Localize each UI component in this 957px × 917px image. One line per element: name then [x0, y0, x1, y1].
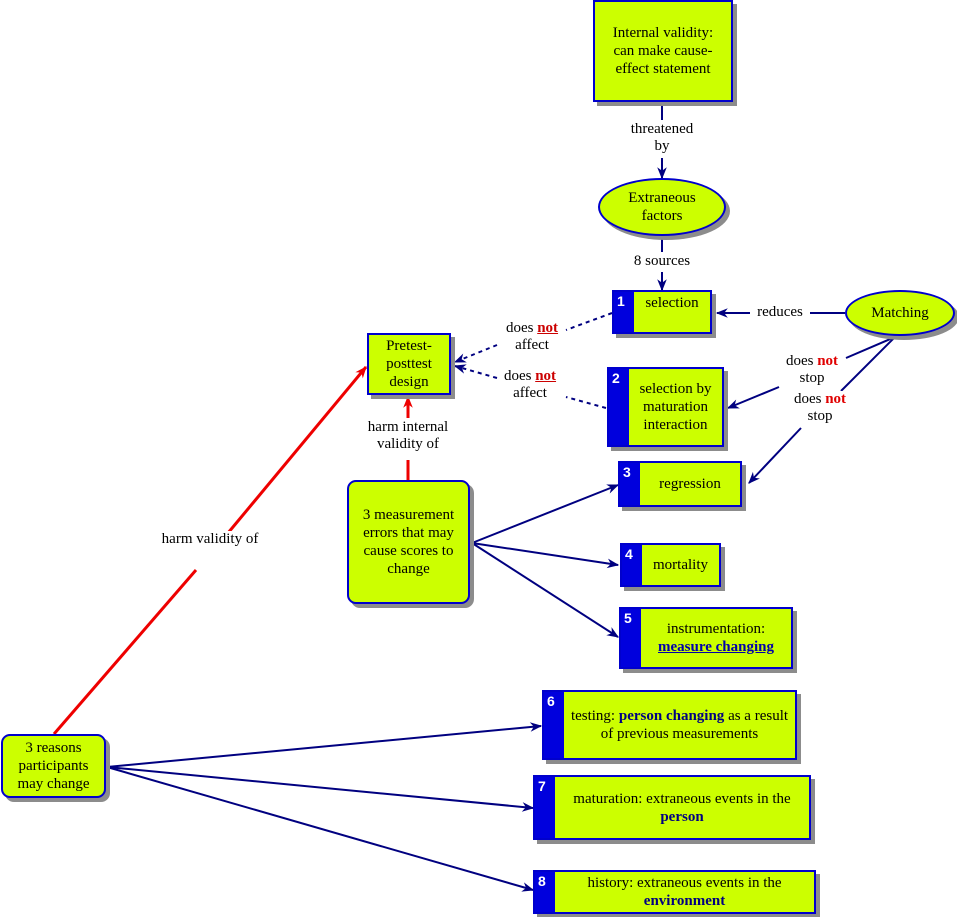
- link-label-8-sources: 8 sources: [631, 253, 693, 270]
- node-matching[interactable]: Matching: [845, 290, 955, 336]
- link-label-reduces: reduces: [755, 304, 805, 321]
- link-label-matching-not-stop-2: does not stop: [791, 391, 849, 425]
- source-6-label: testing:: [570, 708, 616, 724]
- node-measurement-errors[interactable]: 3 measurement errors that may cause scor…: [347, 480, 470, 604]
- link-text: harm internal validity of: [367, 419, 449, 452]
- link-not-emphasis: not: [817, 353, 839, 369]
- edge-measurement-mortality: [471, 542, 620, 569]
- edge-selection-notaffect-b: [453, 344, 498, 363]
- source-number: 1: [617, 293, 625, 309]
- link-not-emphasis: not: [535, 368, 557, 384]
- link-text: does: [503, 368, 532, 384]
- node-participants-change-text: 3 reasons participants may change: [17, 740, 90, 792]
- link-label-harm-validity: harm validity of: [158, 531, 262, 548]
- edge-selection-notaffect-a: [565, 312, 613, 331]
- source-3-regression[interactable]: 3 regression: [618, 461, 742, 507]
- source-2-selection-by-maturation[interactable]: 2 selection by maturation interaction: [607, 367, 724, 447]
- link-text: does: [793, 391, 822, 407]
- edge-participants-harm-a: [52, 569, 198, 735]
- link-text: stop: [799, 370, 825, 386]
- link-not-emphasis: not: [537, 320, 559, 336]
- source-text: history: extraneous events in the enviro…: [555, 872, 814, 912]
- edge-participants-history: [106, 766, 535, 892]
- source-number: 4: [625, 546, 633, 562]
- link-label-matching-not-stop-1: does not stop: [783, 353, 841, 387]
- source-text: mortality: [642, 545, 719, 585]
- source-8-label: history: extraneous events in the: [587, 875, 782, 891]
- node-pretest-posttest-text: Pretest-posttest design: [386, 338, 432, 390]
- link-text: affect: [513, 385, 547, 401]
- node-participants-change[interactable]: 3 reasons participants may change: [1, 734, 106, 798]
- source-5-label: instrumentation:: [666, 621, 766, 637]
- edge-participants-maturation: [106, 766, 535, 812]
- link-text: stop: [807, 408, 833, 424]
- source-text: maturation: extraneous events in the per…: [555, 777, 809, 838]
- node-extraneous-factors-text: Extraneous factors: [628, 190, 696, 224]
- edge-selmat-notaffect-b: [453, 364, 498, 379]
- source-6-emphasis: person changing: [618, 708, 725, 724]
- edge-matching-notstop-2a: [840, 336, 896, 392]
- link-text: threatened by: [630, 121, 694, 154]
- source-number: 2: [612, 370, 620, 386]
- source-7-label: maturation: extraneous events in the: [573, 790, 791, 807]
- edge-participants-testing: [106, 722, 543, 768]
- link-text: affect: [515, 337, 549, 353]
- source-5-instrumentation[interactable]: 5 instrumentation: measure changing: [619, 607, 793, 669]
- source-text: selection by maturation interaction: [629, 369, 722, 445]
- source-number: 5: [624, 610, 632, 626]
- edge-matching-notstop-1a: [845, 336, 896, 359]
- source-5-emphasis: measure changing: [658, 639, 774, 655]
- node-internal-validity[interactable]: Internal validity: can make cause-effect…: [593, 0, 733, 102]
- edge-measurement-regression: [471, 484, 620, 544]
- source-7-emphasis: person: [660, 808, 704, 825]
- link-text: harm validity of: [161, 531, 259, 547]
- source-1-selection[interactable]: 1 selection: [612, 290, 712, 334]
- source-number: 6: [547, 693, 555, 709]
- link-label-threatened-by: threatened by: [620, 121, 704, 155]
- source-8-emphasis: environment: [643, 893, 726, 909]
- link-text: does: [785, 353, 814, 369]
- source-8-history[interactable]: 8 history: extraneous events in the envi…: [533, 870, 816, 914]
- link-text: reduces: [757, 304, 803, 320]
- node-matching-text: Matching: [871, 305, 929, 321]
- link-label-selmat-not-affect: does not affect: [501, 368, 559, 402]
- node-extraneous-factors[interactable]: Extraneous factors: [598, 178, 726, 236]
- edge-matching-notstop-2b: [748, 427, 802, 484]
- source-text: selection: [634, 292, 710, 332]
- edge-selmat-notaffect-a: [565, 396, 607, 409]
- edge-matching-notstop-1b: [726, 386, 780, 409]
- source-4-mortality[interactable]: 4 mortality: [620, 543, 721, 587]
- source-text: regression: [640, 463, 740, 505]
- link-label-selection-not-affect: does not affect: [503, 320, 561, 354]
- source-6-testing[interactable]: 6 testing: person changing as a result o…: [542, 690, 797, 760]
- edge-measurement-instrumentation: [471, 542, 620, 638]
- source-7-maturation[interactable]: 7 maturation: extraneous events in the p…: [533, 775, 811, 840]
- source-text: instrumentation: measure changing: [641, 609, 791, 667]
- source-number: 7: [538, 778, 546, 794]
- edge-participants-harm-b: [226, 366, 368, 534]
- link-text: 8 sources: [633, 253, 691, 269]
- link-label-harm-internal-validity: harm internal validity of: [358, 419, 458, 453]
- source-number: 3: [623, 464, 631, 480]
- link-not-emphasis: not: [825, 391, 847, 407]
- link-text: does: [505, 320, 534, 336]
- node-measurement-errors-text: 3 measurement errors that may cause scor…: [362, 507, 455, 577]
- node-internal-validity-text: Internal validity: can make cause-effect…: [612, 25, 714, 77]
- source-text: testing: person changing as a result of …: [564, 692, 795, 758]
- node-pretest-posttest[interactable]: Pretest-posttest design: [367, 333, 451, 395]
- source-6-after: as a result of previous measurements: [600, 708, 789, 742]
- source-number: 8: [538, 873, 546, 889]
